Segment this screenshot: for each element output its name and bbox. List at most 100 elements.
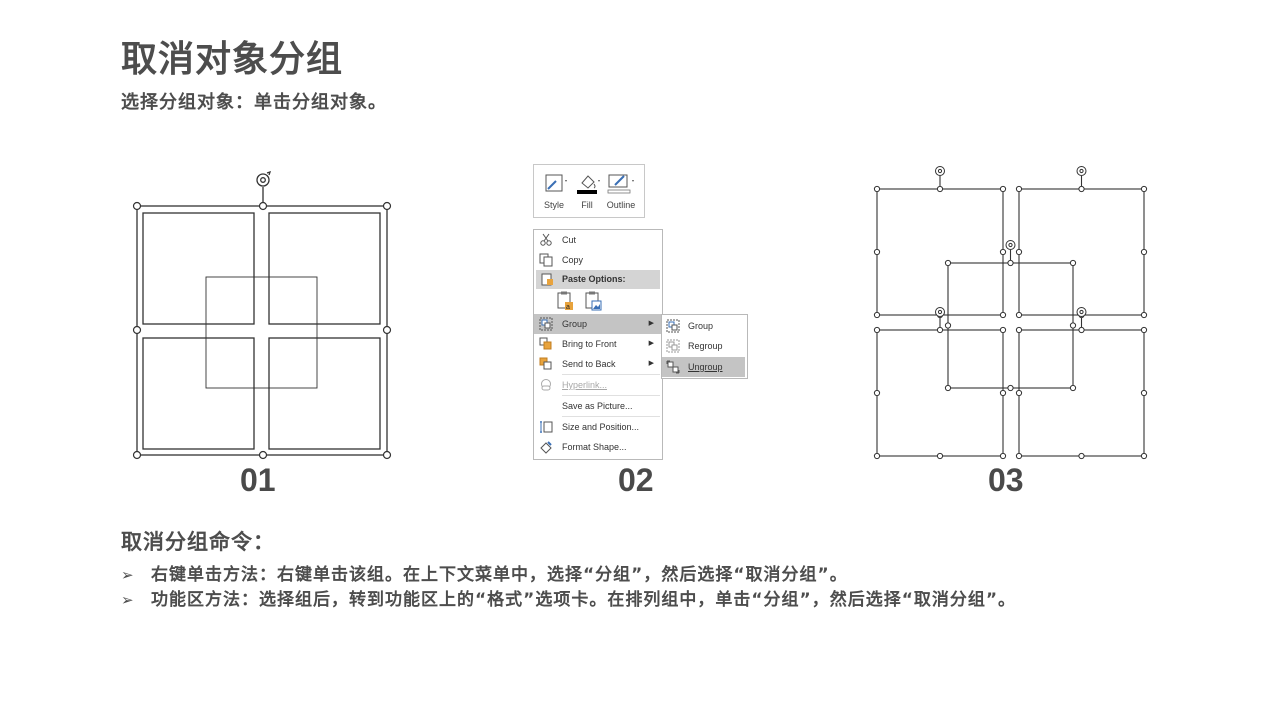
square-center: [947, 262, 1074, 389]
ungrouped-objects-figure[interactable]: [866, 160, 1156, 465]
selection-handle: [1015, 248, 1023, 256]
bullet-item: ➢右键单击方法：右键单击该组。在上下文菜单中，选择“分组”，然后选择“取消分组”…: [121, 563, 1016, 588]
square-top-left: [142, 212, 255, 325]
selection-handle: [1078, 326, 1085, 334]
page-subtitle: 选择分组对象：单击分组对象。: [121, 92, 387, 113]
selection-handle: [1069, 322, 1077, 329]
square-bottom-left: [142, 337, 255, 450]
selection-handle: [1015, 452, 1023, 460]
selection-handle: [1007, 259, 1014, 267]
selection-handle: [1069, 259, 1077, 267]
menu-item-format-shape[interactable]: Format Shape...: [534, 437, 662, 457]
format-shape-icon: [540, 441, 552, 454]
selection-handle: [944, 259, 952, 267]
square-bottom-left: [876, 329, 1004, 457]
menu-item-send-to-back[interactable]: Send to Back ▶: [534, 354, 662, 374]
hyperlink-icon: [541, 379, 551, 391]
selection-handle: [1015, 185, 1023, 193]
copy-icon: [539, 253, 553, 267]
selection-handle: [1140, 389, 1148, 397]
paste-option-buttons: a: [556, 291, 616, 313]
selection-handle: [1015, 326, 1023, 334]
menu-item-bring-to-front[interactable]: Bring to Front ▶: [534, 334, 662, 354]
context-menu: Cut Copy Paste Options: a: [533, 229, 663, 460]
selection-handle: [999, 389, 1007, 397]
grouped-object-figure[interactable]: [130, 168, 400, 468]
fill-button[interactable]: Fill: [570, 169, 604, 213]
selection-handle: [999, 326, 1007, 334]
rotate-handle-icon: [935, 166, 945, 176]
selection-handle: [1140, 326, 1148, 334]
selection-handle: [1078, 185, 1085, 193]
menu-item-hyperlink: Hyperlink...: [534, 375, 662, 395]
selection-handle: [1140, 452, 1148, 460]
submenu-arrow-icon: ▶: [648, 320, 654, 327]
pen-outline-icon: [607, 174, 634, 194]
menu-item-copy[interactable]: Copy: [534, 250, 662, 270]
regroup-icon: [666, 339, 680, 353]
bullet-item: ➢功能区方法：选择组后，转到功能区上的“格式”选项卡。在排列组中，单击“分组”，…: [121, 588, 1016, 613]
selection-handle: [873, 326, 881, 334]
menu-separator: [562, 374, 660, 375]
menu-item-save-as-picture[interactable]: Save as Picture...: [562, 401, 633, 411]
arrow-bullet-icon: ➢: [121, 591, 135, 609]
selection-handle: [936, 452, 944, 460]
selection-handle: [873, 311, 881, 319]
selection-handle: [936, 185, 944, 193]
figure-number-01: 01: [240, 462, 276, 498]
menu-separator: [562, 416, 660, 417]
clipboard-icon: [541, 273, 553, 286]
menu-item-size-and-position[interactable]: Size and Position...: [534, 417, 662, 437]
group-bounding-box: [136, 205, 388, 456]
selection-handle: [1140, 185, 1148, 193]
rotate-handle-icon: [935, 307, 945, 317]
selection-handle: [999, 452, 1007, 460]
square-bottom-right: [268, 337, 381, 450]
figure-number-02: 02: [618, 462, 654, 498]
selection-handle: [873, 248, 881, 256]
style-button[interactable]: Style: [537, 169, 571, 213]
submenu-item-ungroup[interactable]: Ungroup: [662, 357, 745, 377]
submenu-item-regroup[interactable]: Regroup: [662, 336, 747, 356]
menu-separator: [562, 395, 660, 396]
paste-keep-formatting-icon[interactable]: a: [556, 291, 574, 311]
submenu-item-group[interactable]: Group: [662, 316, 747, 336]
square-top-right: [1018, 188, 1145, 316]
paint-bucket-icon: [577, 175, 600, 194]
paste-as-picture-icon[interactable]: [584, 291, 602, 311]
rotate-handle-icon: [256, 170, 272, 187]
selection-handle: [1069, 384, 1077, 392]
scissors-icon: [540, 233, 552, 246]
square-bottom-right: [1018, 329, 1145, 457]
arrow-bullet-icon: ➢: [121, 566, 135, 584]
ungroup-icon: [666, 360, 680, 374]
bring-to-front-icon: [539, 337, 552, 350]
send-to-back-icon: [539, 357, 552, 370]
size-position-icon: [540, 421, 553, 433]
selection-handle: [873, 452, 881, 460]
selection-handle: [999, 185, 1007, 193]
group-icon: [539, 317, 553, 331]
rotate-handle-icon: [1005, 240, 1016, 250]
group-icon: [666, 319, 680, 333]
selection-handle: [873, 389, 881, 397]
selection-handles: [132, 201, 392, 460]
submenu-arrow-icon: ▶: [648, 360, 654, 367]
selection-handle: [1007, 384, 1014, 392]
ribbon-shape-styles: Style Fill Outline: [533, 164, 645, 218]
selection-handle: [944, 384, 952, 392]
selection-handle: [1015, 311, 1023, 319]
square-top-right: [268, 212, 381, 325]
menu-item-cut[interactable]: Cut: [534, 230, 662, 250]
group-submenu: Group Regroup Ungroup: [661, 314, 748, 379]
outline-button[interactable]: Outline: [604, 169, 638, 213]
bullet-list: ➢右键单击方法：右键单击该组。在上下文菜单中，选择“分组”，然后选择“取消分组”…: [121, 563, 1016, 613]
selection-handle: [1015, 389, 1023, 397]
selection-handle: [1140, 311, 1148, 319]
selection-handle: [873, 185, 881, 193]
menu-item-group[interactable]: Group ▶: [534, 314, 662, 334]
selection-handle: [944, 322, 952, 329]
selection-handle: [936, 326, 944, 334]
selection-handle: [999, 311, 1007, 319]
selection-handle: [1078, 452, 1085, 460]
